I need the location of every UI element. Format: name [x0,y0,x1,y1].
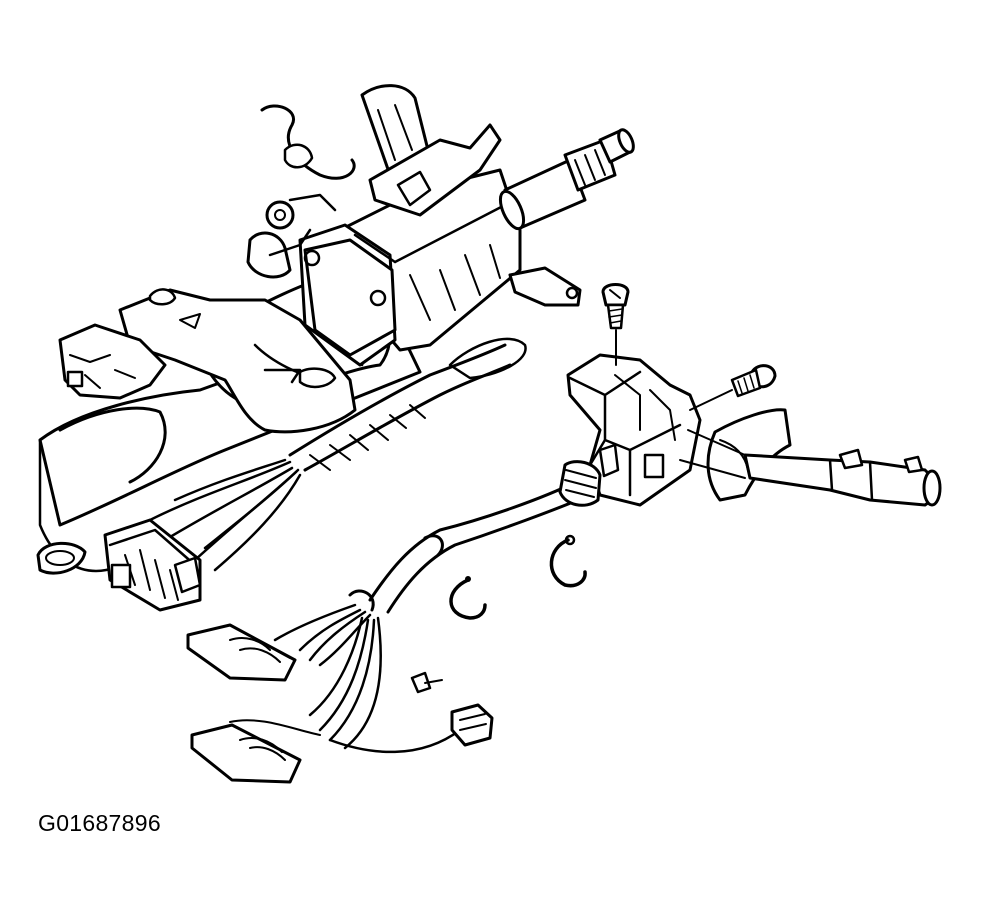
steering-shaft [498,128,635,231]
switch-harness [273,460,602,754]
flat-connector-upper [186,623,297,682]
bracket-screw [601,283,630,366]
retaining-clip-right [549,534,587,588]
small-connector [450,703,494,747]
switch-screw [689,364,777,411]
wiring-harness [148,343,512,572]
small-fastener [410,671,443,694]
switch-bracket [566,353,702,507]
flat-connector-lower [190,719,321,784]
retaining-clip-left [449,576,487,620]
turn-signal-lever [679,429,942,507]
harness-connector [103,518,202,612]
ignition-housing [246,84,582,380]
figure-id-label: G01687896 [38,810,161,836]
